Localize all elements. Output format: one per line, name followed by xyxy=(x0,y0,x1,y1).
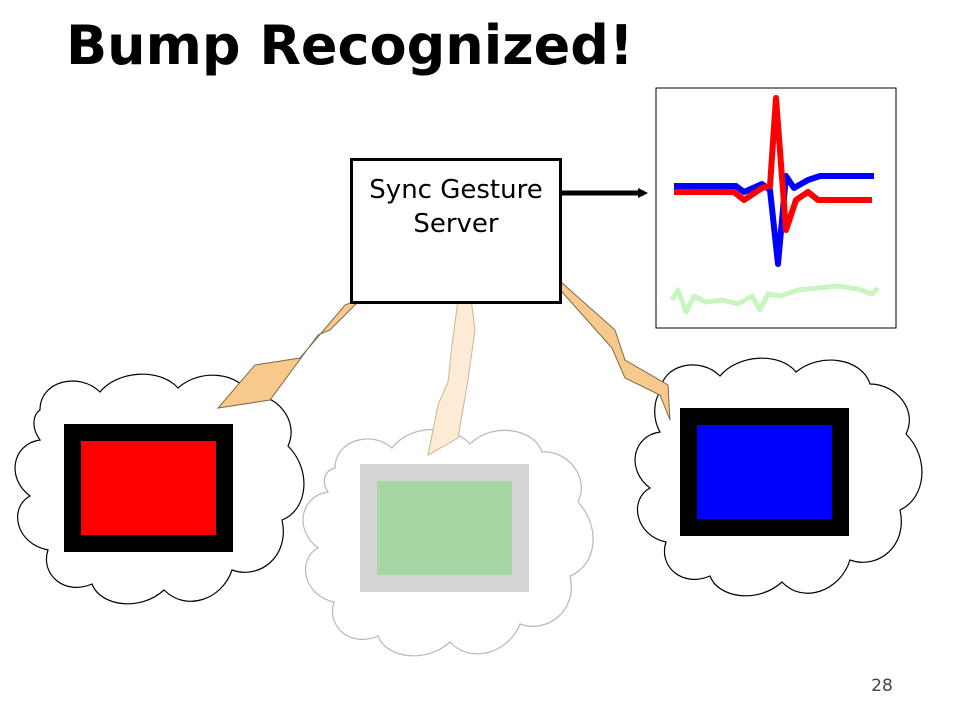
signal-line-blue xyxy=(674,173,874,267)
device-right xyxy=(680,408,849,536)
server-label-line-2: Server xyxy=(413,209,499,239)
device-left xyxy=(64,424,233,552)
signal-plot xyxy=(655,87,897,329)
device-screen-green xyxy=(377,481,512,575)
sync-gesture-server-box: Sync Gesture Server xyxy=(350,158,562,304)
signal-line-green xyxy=(669,283,880,315)
lightning-bolt-middle xyxy=(427,274,476,456)
page-number: 28 xyxy=(871,676,893,696)
device-screen-blue xyxy=(697,425,832,519)
device-screen-red xyxy=(81,441,216,535)
server-label-line-1: Sync Gesture xyxy=(369,175,543,205)
lightning-bolt-right xyxy=(551,273,671,421)
slide-title: Bump Recognized! xyxy=(66,14,634,77)
device-middle xyxy=(360,464,529,592)
signal-line-red xyxy=(674,95,872,233)
